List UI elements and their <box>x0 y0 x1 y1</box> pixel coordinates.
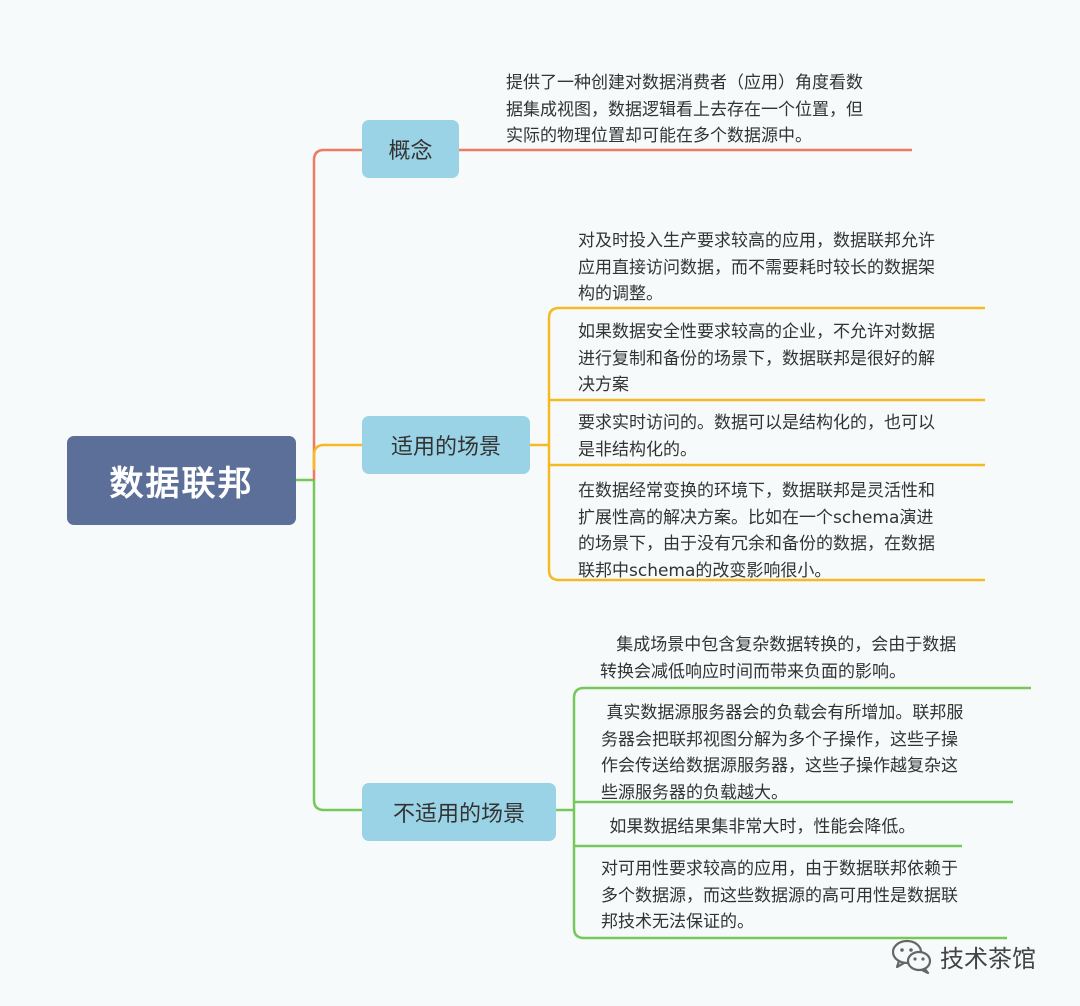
text-line: 决方案 <box>578 375 629 395</box>
branch-concept: 概念 <box>362 120 459 178</box>
text-line: 邦技术无法保证的。 <box>601 912 754 932</box>
branch-suitable-scenarios: 适用的场景 <box>362 416 530 474</box>
watermark-text: 技术茶馆 <box>940 944 1036 973</box>
unsuitable-leaf-2: 真实数据源服务器会的负载会有所增加。联邦服 务器会把联邦视图分解为多个子操作，这… <box>601 700 963 806</box>
text-line: 对及时投入生产要求较高的应用，数据联邦允许 <box>578 231 935 251</box>
suitable-trunk <box>530 306 985 582</box>
text-line: 些源服务器的负载越大。 <box>601 782 788 803</box>
text-line: 要求实时访问的。数据可以是结构化的，也可以 <box>578 413 935 433</box>
text-line: 集成场景中包含复杂数据转换的，会由于数据 <box>600 635 957 655</box>
text-line: 构的调整。 <box>578 284 663 304</box>
suitable-leaf-1: 对及时投入生产要求较高的应用，数据联邦允许 应用直接访问数据，而不需要耗时较长的… <box>578 228 935 308</box>
wechat-icon <box>891 939 932 974</box>
text-line: 提供了一种创建对数据消费者（应用）角度看数 <box>506 73 863 93</box>
text-line: 联邦中schema的改变影响很小。 <box>578 560 832 581</box>
suitable-leaf-2: 如果数据安全性要求较高的企业，不允许对数据 进行复制和备份的场景下，数据联邦是很… <box>578 319 935 399</box>
text-line: 务器会把联邦视图分解为多个子操作，这些子操 <box>601 729 958 750</box>
text-line: 多个数据源，而这些数据源的高可用性是数据联 <box>601 885 958 906</box>
unsuitable-connector <box>312 480 362 812</box>
text-line: 应用直接访问数据，而不需要耗时较长的数据架 <box>578 257 935 278</box>
branch-unsuitable-scenarios: 不适用的场景 <box>362 783 556 841</box>
suitable-leaf-4: 在数据经常变换的环境下，数据联邦是灵活性和 扩展性高的解决方案。比如在一个sch… <box>578 478 935 584</box>
suitable-connector <box>312 443 362 470</box>
text-line: 据集成视图，数据逻辑看上去存在一个位置，但 <box>506 99 863 120</box>
text-line: 如果数据安全性要求较高的企业，不允许对数据 <box>578 322 935 342</box>
text-line: 实际的物理位置却可能在多个数据源中。 <box>506 126 812 146</box>
unsuitable-leaf-4: 对可用性要求较高的应用，由于数据联邦依赖于 多个数据源，而这些数据源的高可用性是… <box>601 856 958 936</box>
text-line: 是非结构化的。 <box>578 439 697 460</box>
text-line: 扩展性高的解决方案。比如在一个schema演进 <box>578 507 934 528</box>
text-line: 如果数据结果集非常大时，性能会降低。 <box>604 817 916 837</box>
unsuitable-leaf-1: 集成场景中包含复杂数据转换的，会由于数据 转换会减低响应时间而带来负面的影响。 <box>600 632 956 685</box>
text-line: 转换会减低响应时间而带来负面的影响。 <box>600 661 906 682</box>
text-line: 进行复制和备份的场景下，数据联邦是很好的解 <box>578 348 935 369</box>
text-line: 在数据经常变换的环境下，数据联邦是灵活性和 <box>578 481 935 501</box>
unsuitable-leaf-3: 如果数据结果集非常大时，性能会降低。 <box>604 814 915 841</box>
text-line: 真实数据源服务器会的负载会有所增加。联邦服 <box>601 703 964 723</box>
suitable-leaf-3: 要求实时访问的。数据可以是结构化的，也可以 是非结构化的。 <box>578 410 935 463</box>
text-line: 作会传送给数据源服务器，这些子操作越复杂这 <box>601 756 958 776</box>
text-line: 的场景下，由于没有冗余和备份的数据，在数据 <box>578 534 935 554</box>
text-line: 对可用性要求较高的应用，由于数据联邦依赖于 <box>601 859 958 879</box>
root-topic: 数据联邦 <box>67 436 296 525</box>
watermark: 技术茶馆 <box>890 936 1036 976</box>
concept-leaf-text: 提供了一种创建对数据消费者（应用）角度看数 据集成视图，数据逻辑看上去存在一个位… <box>506 70 863 150</box>
concept-connector <box>312 148 362 480</box>
unsuitable-trunk <box>556 686 1031 940</box>
